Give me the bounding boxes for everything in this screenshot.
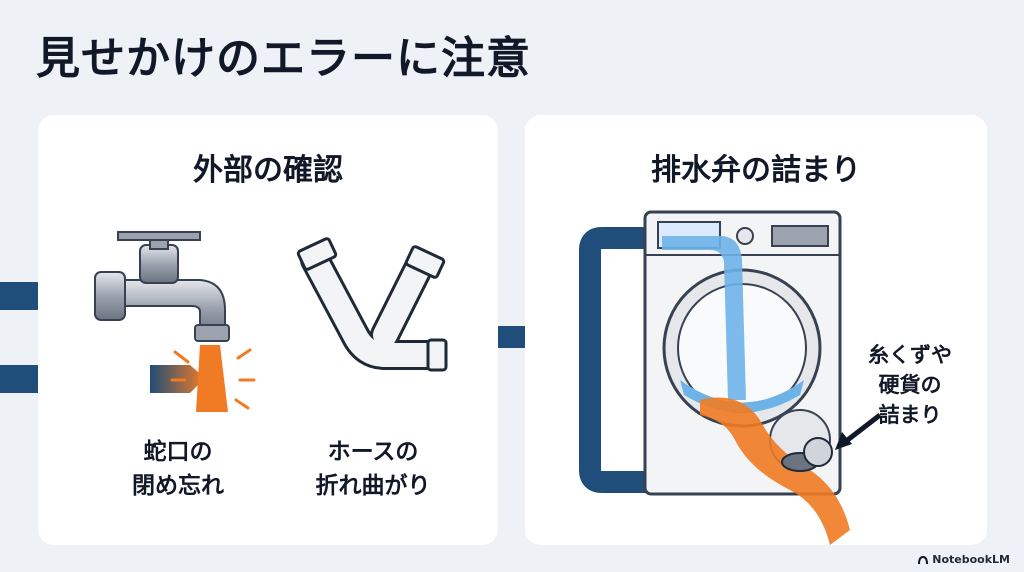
hose-caption-line2: 折れ曲がり	[315, 473, 431, 499]
clog-callout-line3: 詰まり	[878, 403, 942, 427]
coin-icon	[781, 437, 833, 472]
page-title: 見せかけのエラーに注意	[36, 33, 531, 84]
external-check-card: 外部の確認 蛇口の 閉め忘れ ホースの 折れ曲がり	[38, 115, 498, 545]
faucet-caption-line2: 閉め忘れ	[132, 473, 224, 499]
water-flow	[662, 236, 850, 545]
faucet-icon	[94, 231, 230, 342]
callout-arrow-icon	[835, 413, 882, 450]
hose-caption: ホースの 折れ曲がり	[293, 435, 453, 503]
clog-callout: 糸くずや 硬貨の 詰まり	[855, 340, 965, 430]
hose-caption-line1: ホースの	[327, 439, 419, 465]
notebooklm-logo-icon	[918, 555, 929, 564]
external-check-heading: 外部の確認	[193, 153, 343, 188]
faucet-caption: 蛇口の 閉め忘れ	[108, 435, 248, 503]
clog-callout-line1: 糸くずや	[868, 343, 952, 367]
drain-pipes	[579, 227, 780, 493]
faucet-caption-line1: 蛇口の	[143, 439, 213, 465]
brand-name: NotebookLM	[932, 553, 1010, 566]
drain-valve-heading: 排水弁の詰まり	[651, 153, 861, 188]
clog-callout-line2: 硬貨の	[878, 373, 942, 397]
brand-footer: NotebookLM	[918, 553, 1010, 566]
kinked-hose-icon	[296, 237, 448, 372]
leak-warning-icon	[150, 345, 256, 412]
